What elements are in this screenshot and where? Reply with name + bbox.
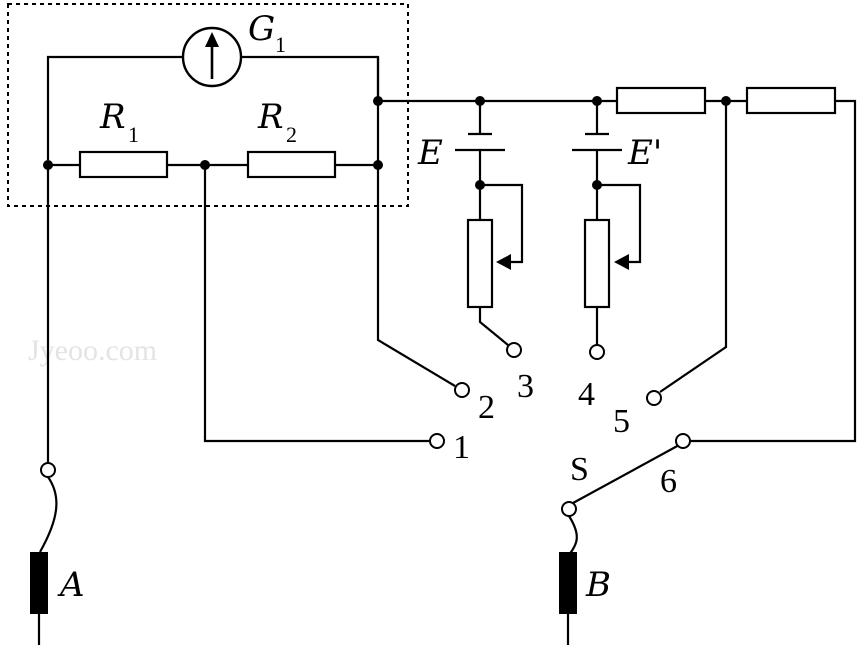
terminal-2-label: 2 (478, 389, 495, 426)
junction-node (200, 160, 210, 170)
r2-label-sub: 2 (286, 122, 297, 147)
switch-s-label: S (570, 451, 589, 488)
terminal-5[interactable] (646, 390, 662, 406)
wire-g-right (241, 55, 380, 101)
switch-s-blade[interactable] (572, 443, 682, 504)
rheostat-e-arrow-icon (496, 254, 511, 270)
probe-a (30, 552, 48, 614)
rheostat-e-slider-wire (480, 183, 524, 264)
rheostat-ep-slider-wire (597, 183, 642, 264)
junction-node (373, 160, 383, 170)
junction-node (373, 96, 383, 106)
probe-b-label: B (585, 565, 611, 605)
wire-to-3 (478, 307, 509, 346)
wire-to-5 (659, 101, 728, 393)
terminal-5-label: 5 (613, 403, 630, 440)
arrow-up-head-icon (205, 32, 219, 47)
junction-node (721, 96, 731, 106)
terminal-2[interactable] (454, 382, 470, 398)
cell-e-label: E (417, 133, 443, 173)
resistor-series-2 (745, 86, 837, 115)
terminal-6-label: 6 (660, 463, 677, 500)
rheostat-ep-arrow-icon (614, 254, 629, 270)
terminal-1[interactable] (429, 433, 445, 449)
junction-node (43, 160, 53, 170)
galvanometer-g1 (181, 26, 243, 88)
wire-g-left (46, 55, 183, 160)
terminal-4-label: 4 (578, 376, 595, 413)
rheostat-ep (583, 218, 611, 309)
terminal-3-label: 3 (517, 368, 534, 405)
wire-to-2 (376, 165, 456, 387)
terminal-4[interactable] (589, 344, 605, 360)
r1-label: R (99, 97, 126, 137)
lead-b-curve (567, 515, 578, 557)
resistor-r1 (78, 150, 169, 179)
junction-node (592, 180, 602, 190)
probe-b (559, 552, 577, 614)
r1-label-sub: 1 (128, 122, 139, 147)
r2-label: R (257, 97, 284, 137)
wire-to-1 (203, 165, 430, 443)
terminal-3[interactable] (506, 342, 522, 358)
switch-s-pivot[interactable] (561, 501, 577, 517)
watermark: Jyeoo.com (28, 334, 157, 367)
galvanometer-label: G (248, 9, 275, 49)
junction-node (475, 96, 485, 106)
rheostat-e (466, 218, 494, 309)
lead-a-curve (39, 476, 58, 553)
probe-a-label: A (57, 565, 85, 605)
wire-to-6 (683, 99, 857, 443)
resistor-series-1 (615, 86, 707, 115)
junction-node (475, 180, 485, 190)
terminal-6[interactable] (675, 433, 691, 449)
terminal-a-post[interactable] (40, 462, 56, 478)
resistor-r2 (246, 150, 337, 179)
galvanometer-label-sub: 1 (275, 32, 286, 57)
junction-node (592, 96, 602, 106)
cell-ep-label: E' (627, 133, 662, 173)
terminal-1-label: 1 (453, 429, 470, 466)
meter-box (7, 3, 409, 207)
